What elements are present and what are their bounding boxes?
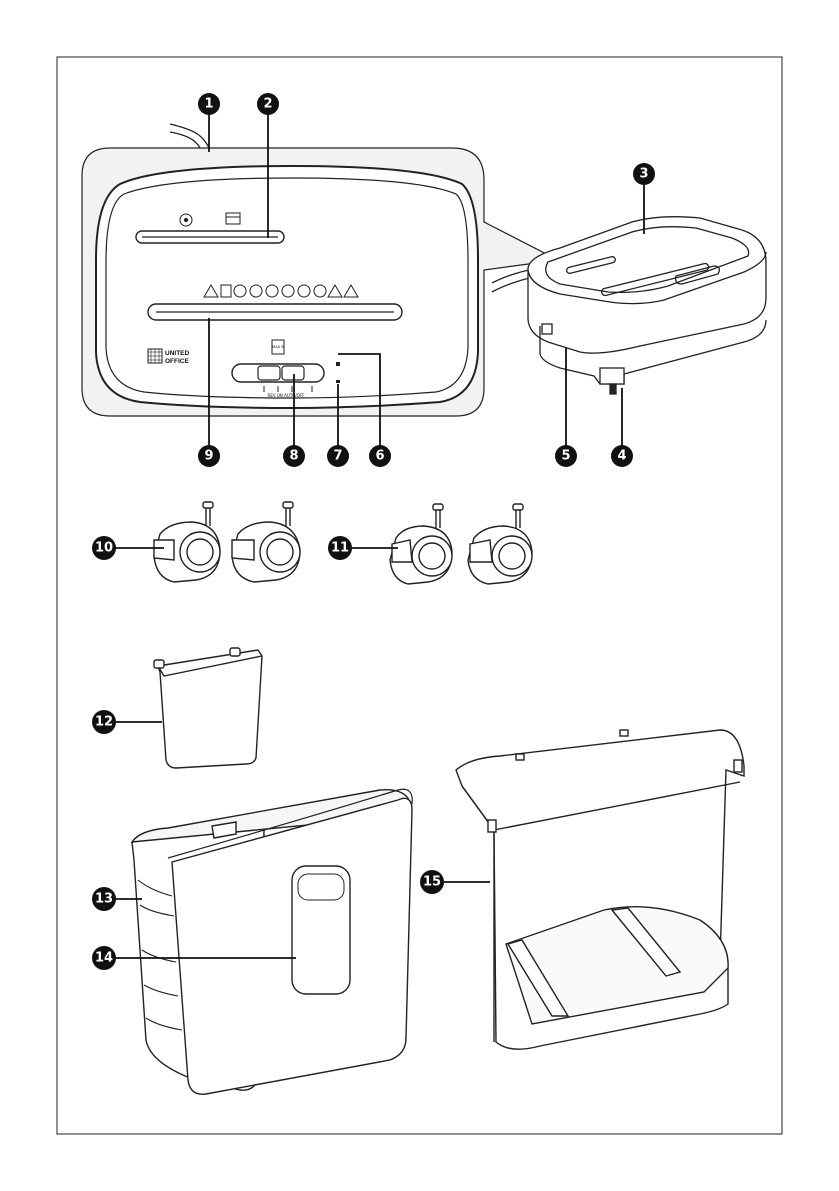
callout-14: 14 (92, 946, 116, 970)
logo-line2: OFFICE (165, 358, 189, 365)
callout-8: 8 (283, 445, 305, 467)
callout-7-label: 7 (333, 449, 342, 464)
switch-label: REV ON AUTO/OFF (267, 393, 305, 398)
bin-frame (456, 730, 744, 1049)
callout-9-label: 9 (204, 449, 213, 464)
cd-container (154, 648, 262, 768)
callout-12: 12 (92, 710, 116, 734)
callout-5-label: 5 (561, 449, 570, 464)
callout-3: 3 (633, 163, 655, 185)
caster-set-11 (390, 504, 532, 584)
callout-15: 15 (420, 870, 444, 894)
callout-11: 11 (328, 536, 352, 560)
caster-set-10 (154, 502, 300, 582)
callout-1-label: 1 (204, 97, 213, 112)
callout-8-label: 8 (289, 449, 298, 464)
callout-4: 4 (611, 445, 633, 467)
callout-10: 10 (92, 536, 116, 560)
callout-12-label: 12 (95, 715, 113, 730)
callout-13: 13 (92, 887, 116, 911)
max-sheets-label: MAX 6 (272, 345, 283, 349)
callout-14-label: 14 (95, 951, 113, 966)
callout-11-label: 11 (331, 541, 349, 556)
callout-4-label: 4 (617, 449, 626, 464)
callout-10-label: 10 (95, 541, 113, 556)
callout-9: 9 (198, 445, 220, 467)
callout-2: 2 (257, 93, 279, 115)
callout-6-label: 6 (375, 449, 384, 464)
logo-line1: UNITED (165, 350, 190, 357)
callout-3-label: 3 (639, 167, 648, 182)
waste-bin (132, 789, 412, 1094)
callout-5: 5 (555, 445, 577, 467)
callout-15-label: 15 (423, 875, 441, 890)
callout-2-label: 2 (263, 97, 272, 112)
callout-6: 6 (369, 445, 391, 467)
callout-7: 7 (327, 445, 349, 467)
shredder-head-3d (492, 217, 766, 394)
shredder-head-detail (82, 124, 558, 416)
callout-1: 1 (198, 93, 220, 115)
callout-13-label: 13 (95, 892, 113, 907)
